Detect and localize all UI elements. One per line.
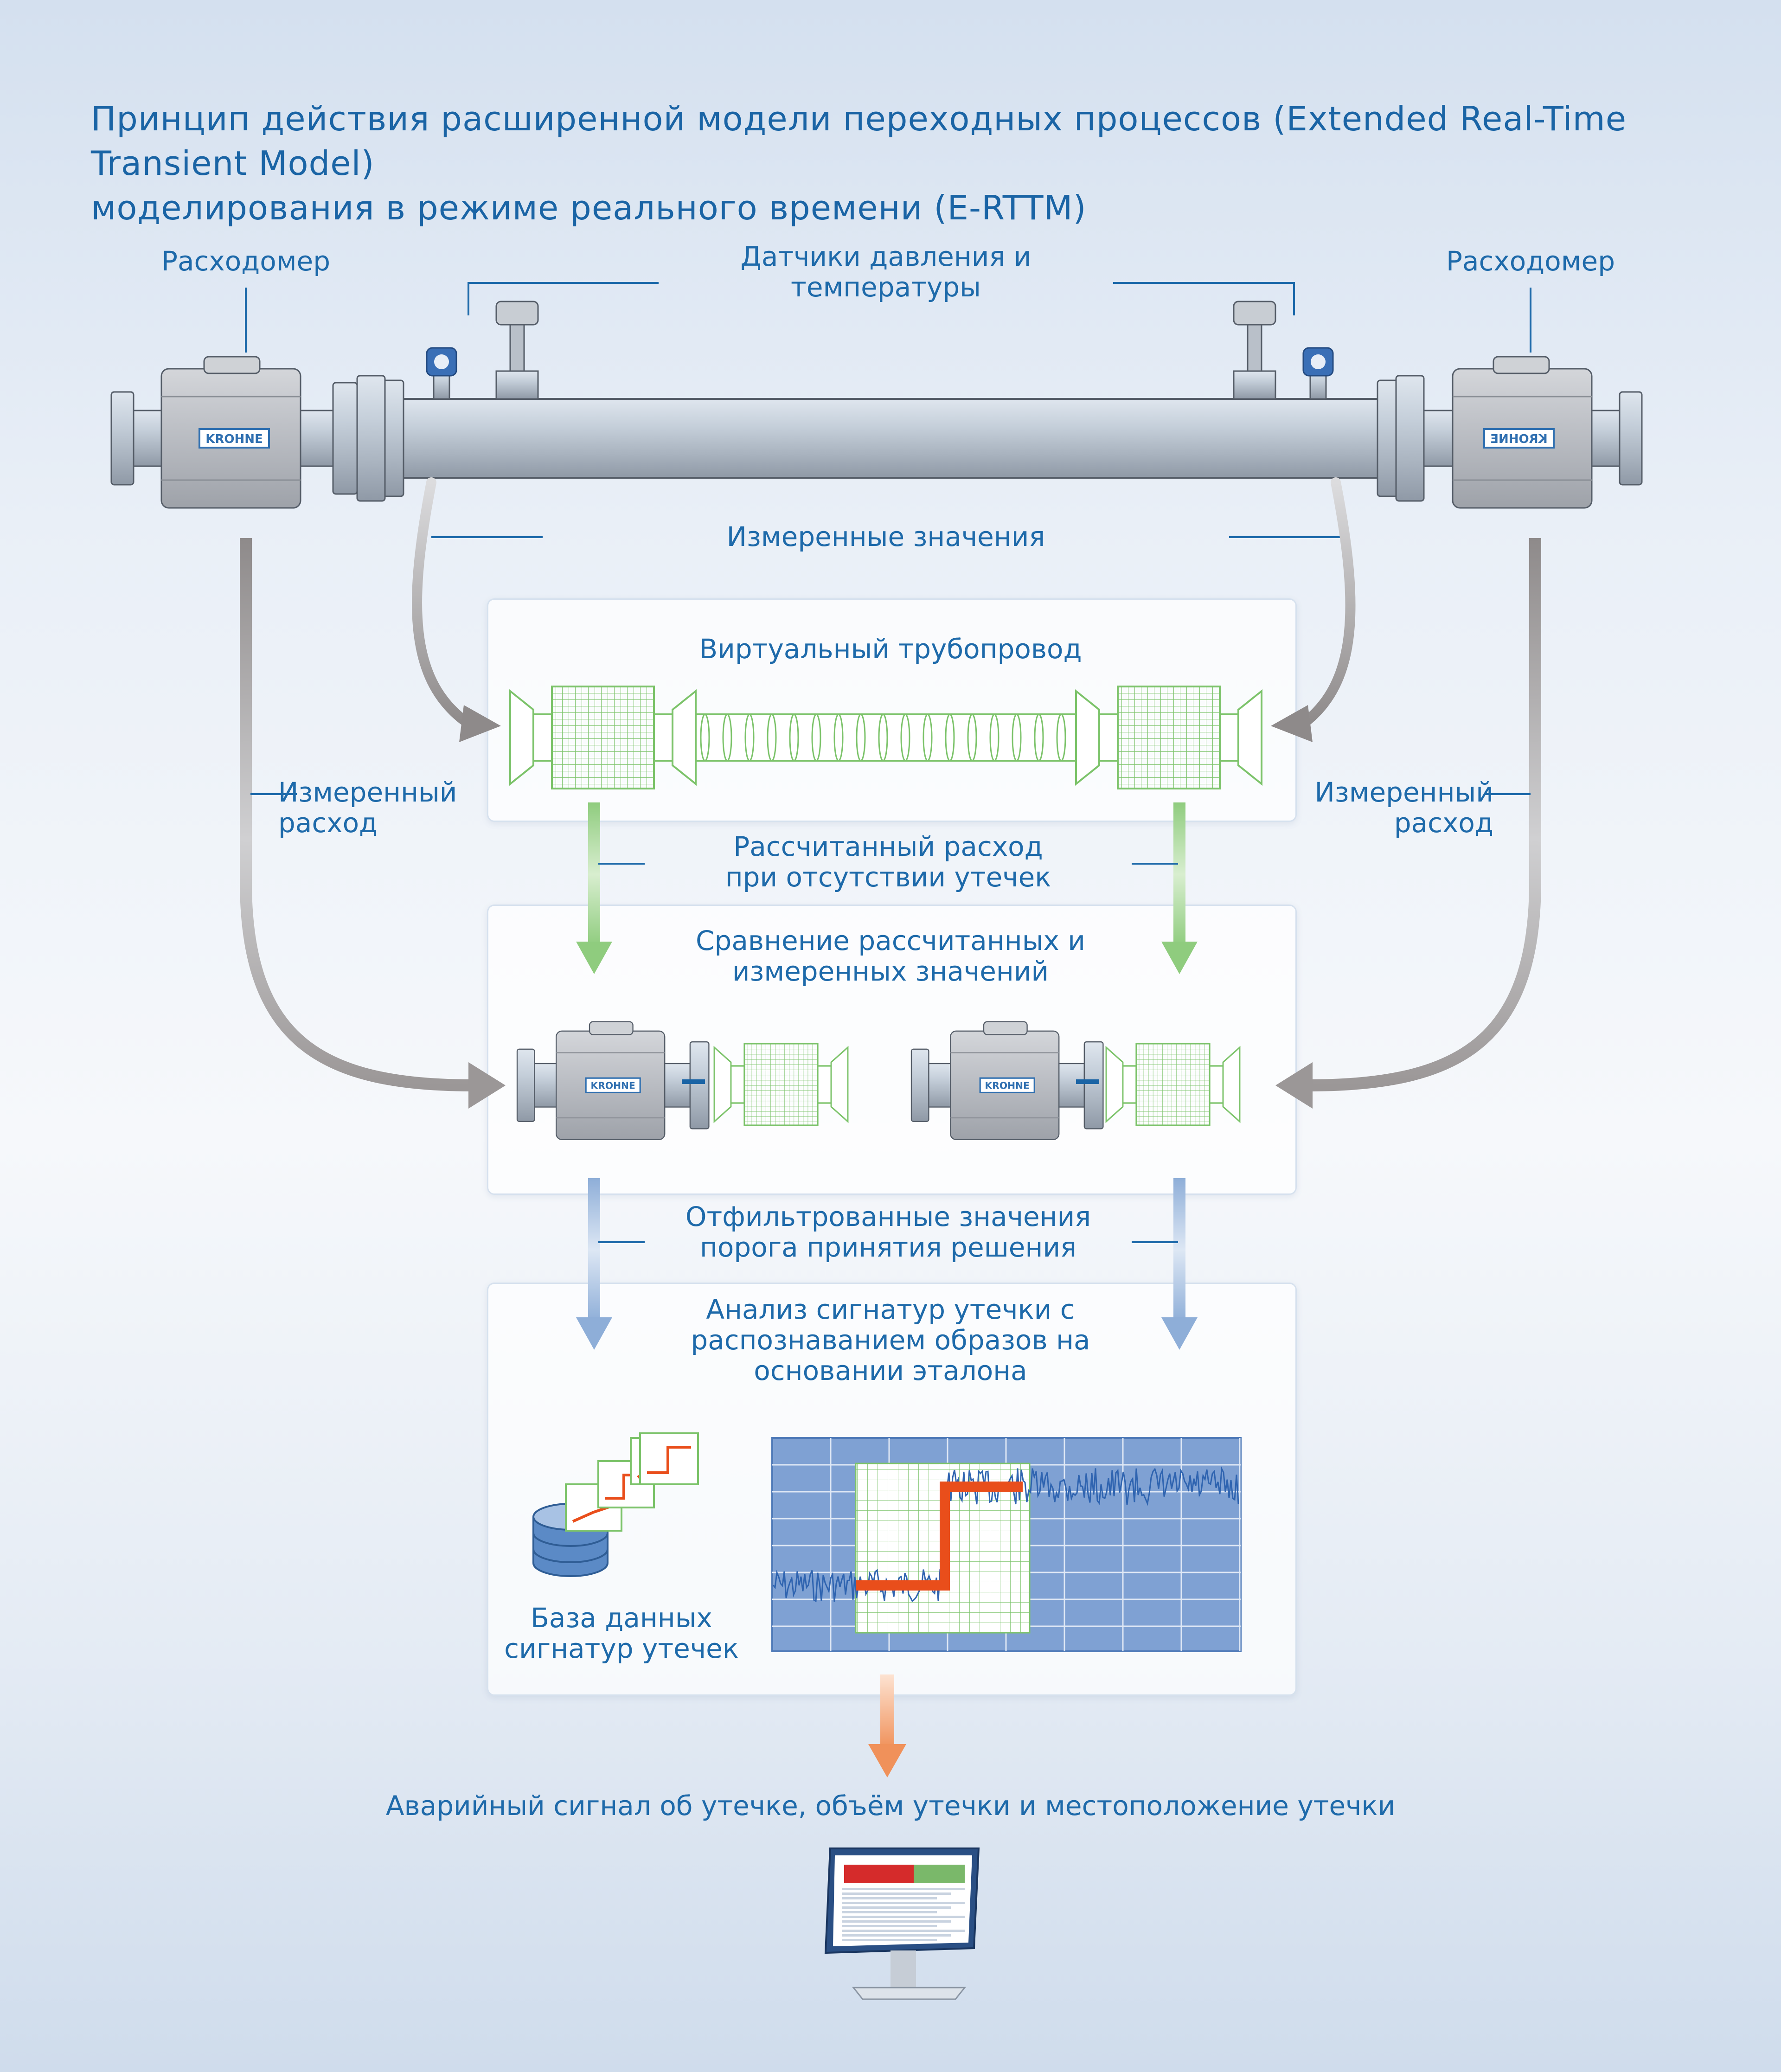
pt-sensors-line-2: температуры: [791, 271, 981, 303]
sensors-bracket: [468, 282, 1295, 315]
temperature-sensor-icon-right: [1233, 301, 1276, 400]
comparison-label: Сравнение рассчитанных и измеренных знач…: [533, 925, 1248, 987]
temperature-sensor-icon-left: [495, 301, 539, 400]
main-pipe: [393, 398, 1388, 479]
flowmeter-icon-left: [110, 356, 358, 509]
flowmeter-icon-right: [1395, 356, 1643, 509]
measured-flow-left-line-1: Измеренный: [278, 776, 457, 808]
filtered-line-1: Отфильтрованные значения: [685, 1201, 1091, 1232]
pressure-sensor-icon-right: [1302, 347, 1334, 400]
comparison-line-1: Сравнение рассчитанных и: [696, 925, 1085, 956]
database-line-1: База данных: [531, 1602, 712, 1634]
title-line-1: Принцип действия расширенной модели пере…: [91, 99, 1627, 183]
chart-document-icon: [565, 1432, 699, 1532]
flowmeter-label-right: Расходомер: [1446, 245, 1615, 277]
analysis-label: Анализ сигнатур утечки с распознаванием …: [557, 1294, 1224, 1386]
analysis-line-3: основании эталона: [754, 1355, 1027, 1386]
virtual-pipeline-label: Виртуальный трубопровод: [699, 633, 1082, 665]
pressure-sensor-icon-left: [426, 347, 457, 400]
database-label: База данных сигнатур утечек: [482, 1603, 761, 1664]
comparison-line-2: измеренных значений: [732, 956, 1049, 987]
virtual-pipeline-drawing: [509, 686, 1262, 789]
page-title: Принцип действия расширенной модели пере…: [91, 96, 1781, 230]
analysis-line-2: распознаванием образов на: [691, 1324, 1090, 1356]
pt-sensors-line-1: Датчики давления и: [740, 241, 1031, 272]
filtered-line-2: порога принятия решения: [700, 1232, 1076, 1263]
measured-flow-left-line-2: расход: [278, 807, 378, 839]
measured-flow-left-label: Измеренный расход: [278, 777, 473, 838]
signature-chart: [771, 1437, 1242, 1652]
comparison-pair-left: [516, 1020, 849, 1141]
output-label: Аварийный сигнал об утечке, объём утечки…: [385, 1790, 1396, 1822]
comparison-pair-right: [910, 1020, 1241, 1141]
filtered-values-label: Отфильтрованные значения порога принятия…: [645, 1201, 1132, 1263]
flowmeter-label-left: Расходомер: [161, 245, 331, 277]
pt-sensors-label: Датчики давления и температуры: [659, 241, 1113, 302]
calculated-flow-line-2: при отсутствии утечек: [725, 861, 1051, 893]
measured-flow-right-line-1: Измеренный: [1314, 776, 1494, 808]
title-line-2: моделирования в режиме реального времени…: [91, 188, 1087, 227]
calculated-flow-line-1: Рассчитанный расход: [733, 831, 1043, 862]
measured-flow-right-label: Измеренный расход: [1299, 776, 1494, 839]
measured-values-label: Измеренные значения: [726, 521, 1045, 552]
monitor-icon: [824, 1847, 980, 2000]
database-line-2: сигнатур утечек: [504, 1633, 739, 1664]
measured-flow-right-line-2: расход: [1394, 807, 1493, 839]
calculated-flow-label: Рассчитанный расход при отсутствии утече…: [645, 831, 1132, 892]
analysis-line-1: Анализ сигнатур утечки с: [706, 1294, 1075, 1325]
